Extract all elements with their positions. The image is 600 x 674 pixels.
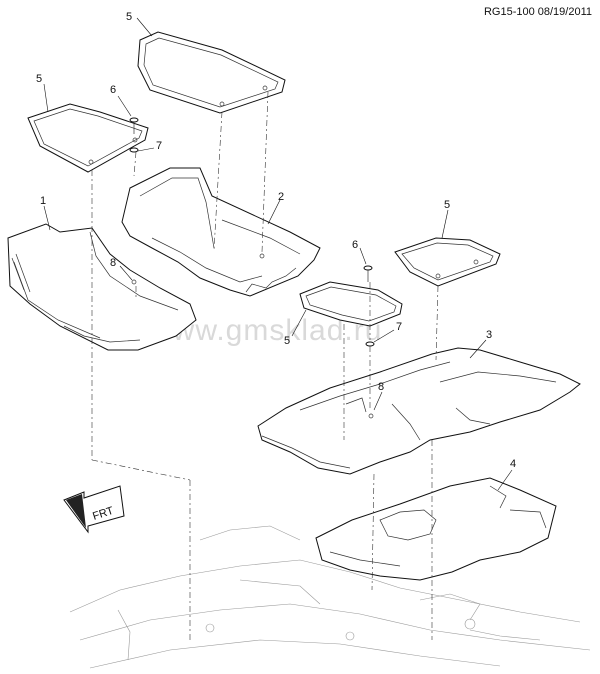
leader-2 <box>267 199 281 225</box>
leader-8-right <box>373 391 383 411</box>
alignment-lines <box>91 91 439 640</box>
retainer-top <box>129 117 139 153</box>
leader-6-mid <box>359 247 367 265</box>
callout-6-top: 6 <box>110 84 116 96</box>
callout-7-top: 7 <box>156 140 162 152</box>
leader-6-top <box>117 95 132 117</box>
leader-1 <box>43 205 51 231</box>
leader-7-top <box>137 147 155 152</box>
callout-8-right: 8 <box>378 381 384 393</box>
callout-2: 2 <box>278 191 284 203</box>
carpet-front-left <box>7 223 197 351</box>
leader-5-mid <box>291 309 307 337</box>
callout-5-top: 5 <box>126 11 132 23</box>
floor-mat-rear-mid <box>299 281 403 327</box>
callout-5-mid: 5 <box>284 335 290 347</box>
leader-5-top <box>136 17 153 37</box>
callout-6-mid: 6 <box>352 239 358 251</box>
leader-7-mid <box>373 329 395 343</box>
leader-5-right <box>441 209 449 239</box>
callout-8-left: 8 <box>110 257 116 269</box>
callout-1: 1 <box>40 195 46 207</box>
floor-mat-rear-top <box>137 31 286 114</box>
carpet-front-center <box>121 167 321 297</box>
vehicle-floor-pan <box>69 525 591 669</box>
callout-5-left: 5 <box>36 73 42 85</box>
callout-5-right: 5 <box>444 199 450 211</box>
forward-arrow-icon: FRT <box>63 485 125 534</box>
carpet-rear <box>257 347 581 475</box>
floor-mat-front-left <box>27 103 149 173</box>
callout-4: 4 <box>510 458 516 470</box>
leader-8-left <box>119 265 133 281</box>
reference-code: RG15-100 08/19/2011 <box>483 6 592 18</box>
leader-3 <box>469 339 487 359</box>
callout-7-mid: 7 <box>396 321 402 333</box>
floor-insulator <box>315 477 557 581</box>
leader-5-left <box>43 83 49 113</box>
callout-3: 3 <box>486 329 492 341</box>
floor-mat-rear-right <box>394 237 501 287</box>
leader-4 <box>497 469 513 491</box>
